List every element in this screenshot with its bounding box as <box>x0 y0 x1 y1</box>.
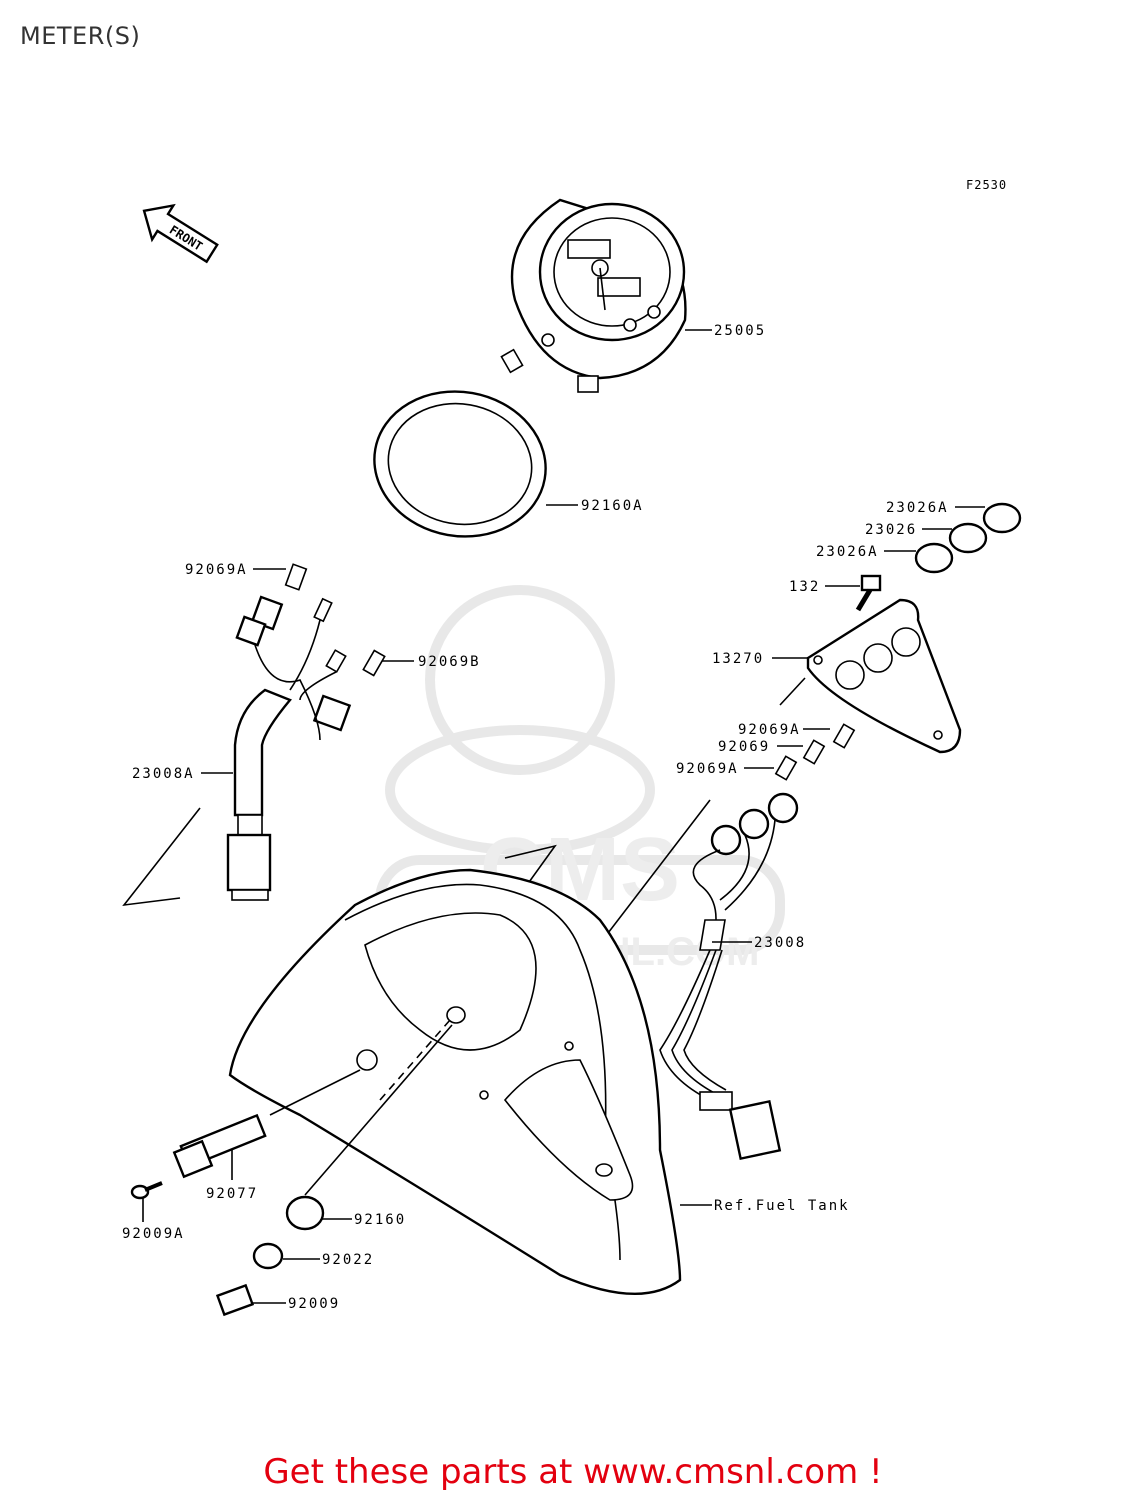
exploded-parts-diagram: CMS WWW.CMSNL.COM FRONT <box>122 198 1022 1317</box>
trip-knob-92077 <box>172 1113 267 1179</box>
bolt-92009 <box>215 1283 255 1317</box>
label-92160A: 92160A <box>581 498 644 514</box>
speedometer-meter-25005 <box>500 198 687 393</box>
front-arrow-icon: FRONT <box>142 203 219 264</box>
label-92069A-right-top: 92069A <box>738 722 801 738</box>
indicator-wiring-harness-23008 <box>659 723 856 1161</box>
label-23026A-bottom: 23026A <box>816 544 879 560</box>
dash-panel-ref-fuel-tank <box>228 868 682 1295</box>
label-ref-fuel-tank: Ref.Fuel Tank <box>714 1198 850 1214</box>
page-title: METER(S) <box>20 22 141 50</box>
label-92069A-right-bottom: 92069A <box>676 761 739 777</box>
label-23008A: 23008A <box>132 766 195 782</box>
label-92009: 92009 <box>288 1296 340 1312</box>
grommet-92160 <box>285 1195 325 1231</box>
figure-code: F2530 <box>966 178 1008 192</box>
indicator-bracket-13270 <box>806 598 962 754</box>
label-92160: 92160 <box>354 1212 406 1228</box>
label-92022: 92022 <box>322 1252 374 1268</box>
label-23026: 23026 <box>865 522 917 538</box>
label-13270: 13270 <box>712 651 764 667</box>
label-23008: 23008 <box>754 935 806 951</box>
meter-ring-92160A <box>373 390 547 538</box>
screw-92009A <box>130 1181 163 1200</box>
meter-wiring-harness-23008A <box>226 563 386 901</box>
footer-promo-link[interactable]: Get these parts at www.cmsnl.com ! <box>263 1452 883 1492</box>
label-92069: 92069 <box>718 739 770 755</box>
label-92009A: 92009A <box>122 1226 185 1242</box>
label-132: 132 <box>789 579 820 595</box>
label-23026A-top: 23026A <box>886 500 949 516</box>
indicator-lens-caps <box>914 502 1022 574</box>
screw-132 <box>855 574 882 612</box>
label-92069A-left: 92069A <box>185 562 248 578</box>
collar-92022 <box>252 1242 284 1270</box>
label-92069B: 92069B <box>418 654 481 670</box>
label-25005: 25005 <box>714 323 766 339</box>
label-92077: 92077 <box>206 1186 258 1202</box>
